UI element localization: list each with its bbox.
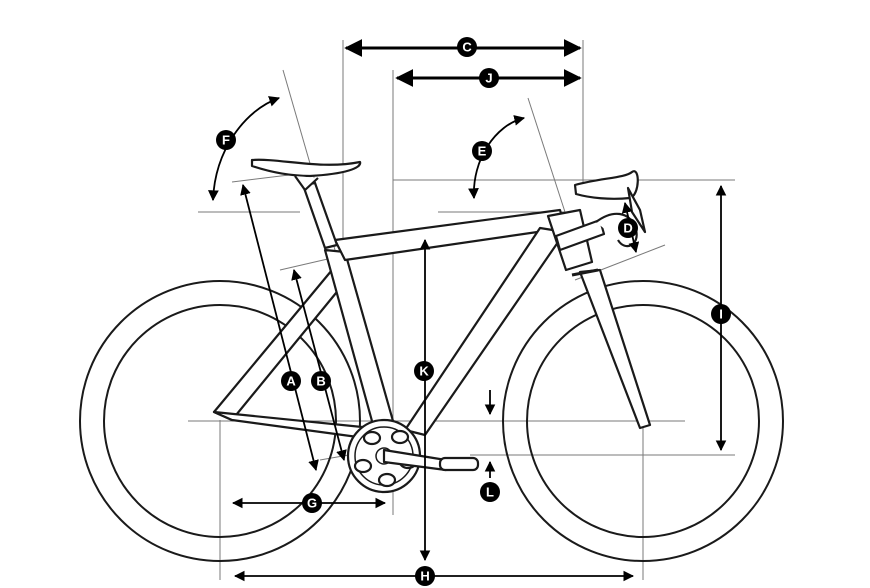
label-a: A [286, 374, 296, 389]
label-b-badge: B [311, 371, 331, 391]
label-f-badge: F [216, 130, 236, 150]
front-wheel [502, 280, 784, 562]
label-b: B [316, 374, 325, 389]
dimension-arrows [207, 39, 727, 582]
label-e: E [478, 144, 487, 159]
label-j: J [485, 71, 492, 86]
label-i: I [719, 307, 723, 322]
label-i-badge: I [711, 304, 731, 324]
label-k: K [419, 364, 429, 379]
label-d-badge: D [618, 218, 638, 238]
label-j-badge: J [479, 68, 499, 88]
label-d: D [623, 221, 632, 236]
label-c-badge: C [457, 37, 477, 57]
label-k-badge: K [414, 361, 434, 381]
label-g-badge: G [302, 493, 322, 513]
label-l: L [486, 485, 494, 500]
label-c: C [462, 40, 472, 55]
guide-lines [188, 40, 735, 580]
label-a-badge: A [281, 371, 301, 391]
label-g: G [307, 496, 317, 511]
label-h: H [420, 569, 429, 584]
label-h-badge: H [415, 566, 435, 586]
label-l-badge: L [480, 482, 500, 502]
label-e-badge: E [472, 141, 492, 161]
label-f: F [222, 133, 230, 148]
